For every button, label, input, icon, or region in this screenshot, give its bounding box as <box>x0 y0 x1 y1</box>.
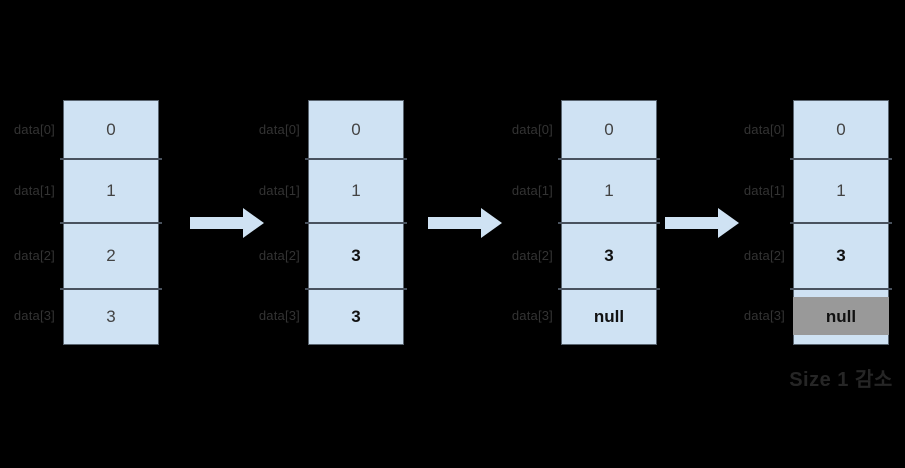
array-cell: 1 <box>558 159 660 224</box>
array-cell: 0 <box>790 101 892 160</box>
array-cell: 1 <box>790 159 892 224</box>
right-arrow-shape <box>428 208 502 238</box>
index-labels: data[0] data[1] data[2] data[3] <box>252 100 300 345</box>
array-box: 0 1 2 3 <box>60 100 162 345</box>
cell-value: 0 <box>836 120 846 139</box>
right-arrow-shape <box>665 208 739 238</box>
cell-value: 0 <box>604 120 614 139</box>
array-step-1: data[0] data[1] data[2] data[3] 0 1 2 3 <box>7 100 162 345</box>
cell-value: 1 <box>604 181 614 200</box>
index-label: data[2] <box>743 247 785 263</box>
right-arrow-icon <box>190 208 264 238</box>
cell-value: 2 <box>106 246 116 265</box>
array-step-3: data[0] data[1] data[2] data[3] 0 1 3 nu… <box>505 100 660 345</box>
array-cell: 0 <box>305 101 407 160</box>
caption-size-decrease: Size 1 감소 <box>789 369 893 391</box>
index-label: data[1] <box>511 182 553 198</box>
array-cell: 3 <box>64 289 158 344</box>
cell-value: 3 <box>836 246 846 265</box>
cell-value: 3 <box>106 306 116 326</box>
right-arrow-shape <box>190 208 264 238</box>
array-cell: 3 <box>558 223 660 290</box>
array-box: 0 1 3 3 <box>305 100 407 345</box>
index-label: data[0] <box>511 121 553 137</box>
array-cell: 0 <box>60 101 162 160</box>
array-box: 0 1 3 null <box>558 100 660 345</box>
index-label: data[2] <box>258 247 300 263</box>
cell-value: 0 <box>351 120 361 139</box>
index-labels: data[0] data[1] data[2] data[3] <box>737 100 785 345</box>
array-step-4: data[0] data[1] data[2] data[3] 0 1 3 nu… <box>737 100 892 345</box>
index-label: data[0] <box>13 121 55 137</box>
index-label: data[0] <box>743 121 785 137</box>
array-cell: 3 <box>305 223 407 290</box>
cell-value: 1 <box>106 181 116 200</box>
index-label: data[1] <box>743 182 785 198</box>
array-cell: 2 <box>60 223 162 290</box>
index-label: data[0] <box>258 121 300 137</box>
array-cell: 1 <box>60 159 162 224</box>
array-cell: 3 <box>309 289 403 344</box>
index-label: data[3] <box>511 308 553 323</box>
array-cell: null <box>562 289 656 344</box>
index-label: data[3] <box>13 308 55 323</box>
cell-value: 1 <box>836 181 846 200</box>
cell-value: null <box>825 306 857 326</box>
index-label: data[3] <box>743 308 785 323</box>
array-cell-null-highlighted: null <box>793 289 889 344</box>
array-cell: 3 <box>790 223 892 290</box>
index-labels: data[0] data[1] data[2] data[3] <box>505 100 553 345</box>
array-cell: 1 <box>305 159 407 224</box>
array-cell: 0 <box>558 101 660 160</box>
cell-value: 3 <box>604 246 614 265</box>
cell-value: 3 <box>351 246 361 265</box>
cell-value: 1 <box>351 181 361 200</box>
right-arrow-icon <box>428 208 502 238</box>
right-arrow-icon <box>665 208 739 238</box>
cell-value: 0 <box>106 120 116 139</box>
index-label: data[2] <box>511 247 553 263</box>
array-box: 0 1 3 null <box>790 100 892 345</box>
index-labels: data[0] data[1] data[2] data[3] <box>7 100 55 345</box>
index-label: data[1] <box>258 182 300 198</box>
cell-value: null <box>593 306 625 326</box>
index-label: data[3] <box>258 308 300 323</box>
index-label: data[1] <box>13 182 55 198</box>
array-step-2: data[0] data[1] data[2] data[3] 0 1 3 3 <box>252 100 407 345</box>
index-label: data[2] <box>13 247 55 263</box>
cell-value: 3 <box>351 306 361 326</box>
